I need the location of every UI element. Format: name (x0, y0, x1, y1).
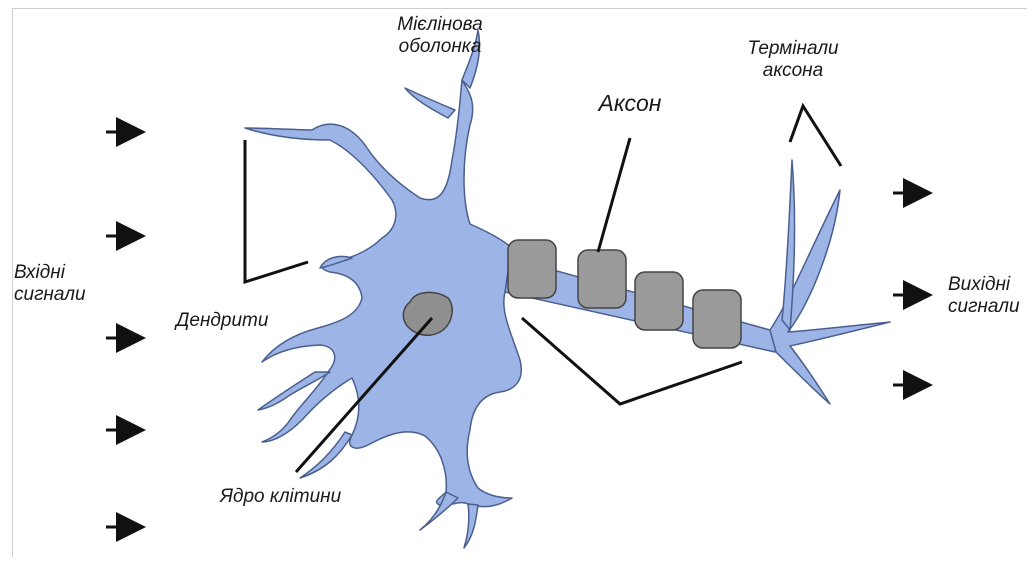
myelin-sheath-label: Мієлінова оболонка (385, 14, 495, 58)
output-signals-label: Вихідні сигнали (948, 274, 1036, 318)
myelin-sheath (508, 240, 741, 348)
myelin-segment-3 (635, 272, 683, 330)
dendrites-label: Дендрити (176, 310, 286, 332)
cell-body (245, 80, 521, 507)
axon-terminals-label: Термінали аксона (738, 38, 848, 82)
myelin-segment-2 (578, 250, 626, 308)
axon-label: Аксон (585, 92, 675, 114)
terminals-leader (790, 106, 841, 166)
input-arrows (106, 132, 140, 527)
axon-terminal-branch (782, 160, 794, 330)
dendrite-top-branch (405, 88, 455, 118)
nucleus-label: Ядро клітини (220, 486, 380, 508)
neuron (245, 30, 890, 548)
dendrite-bottom-2 (464, 504, 478, 548)
myelin-segment-4 (693, 290, 741, 348)
input-signals-label: Вхідні сигнали (14, 262, 104, 306)
myelin-segment-1 (508, 240, 556, 298)
axon-leader (598, 138, 630, 252)
output-arrows (893, 193, 927, 385)
dendrites-leader (245, 140, 308, 282)
